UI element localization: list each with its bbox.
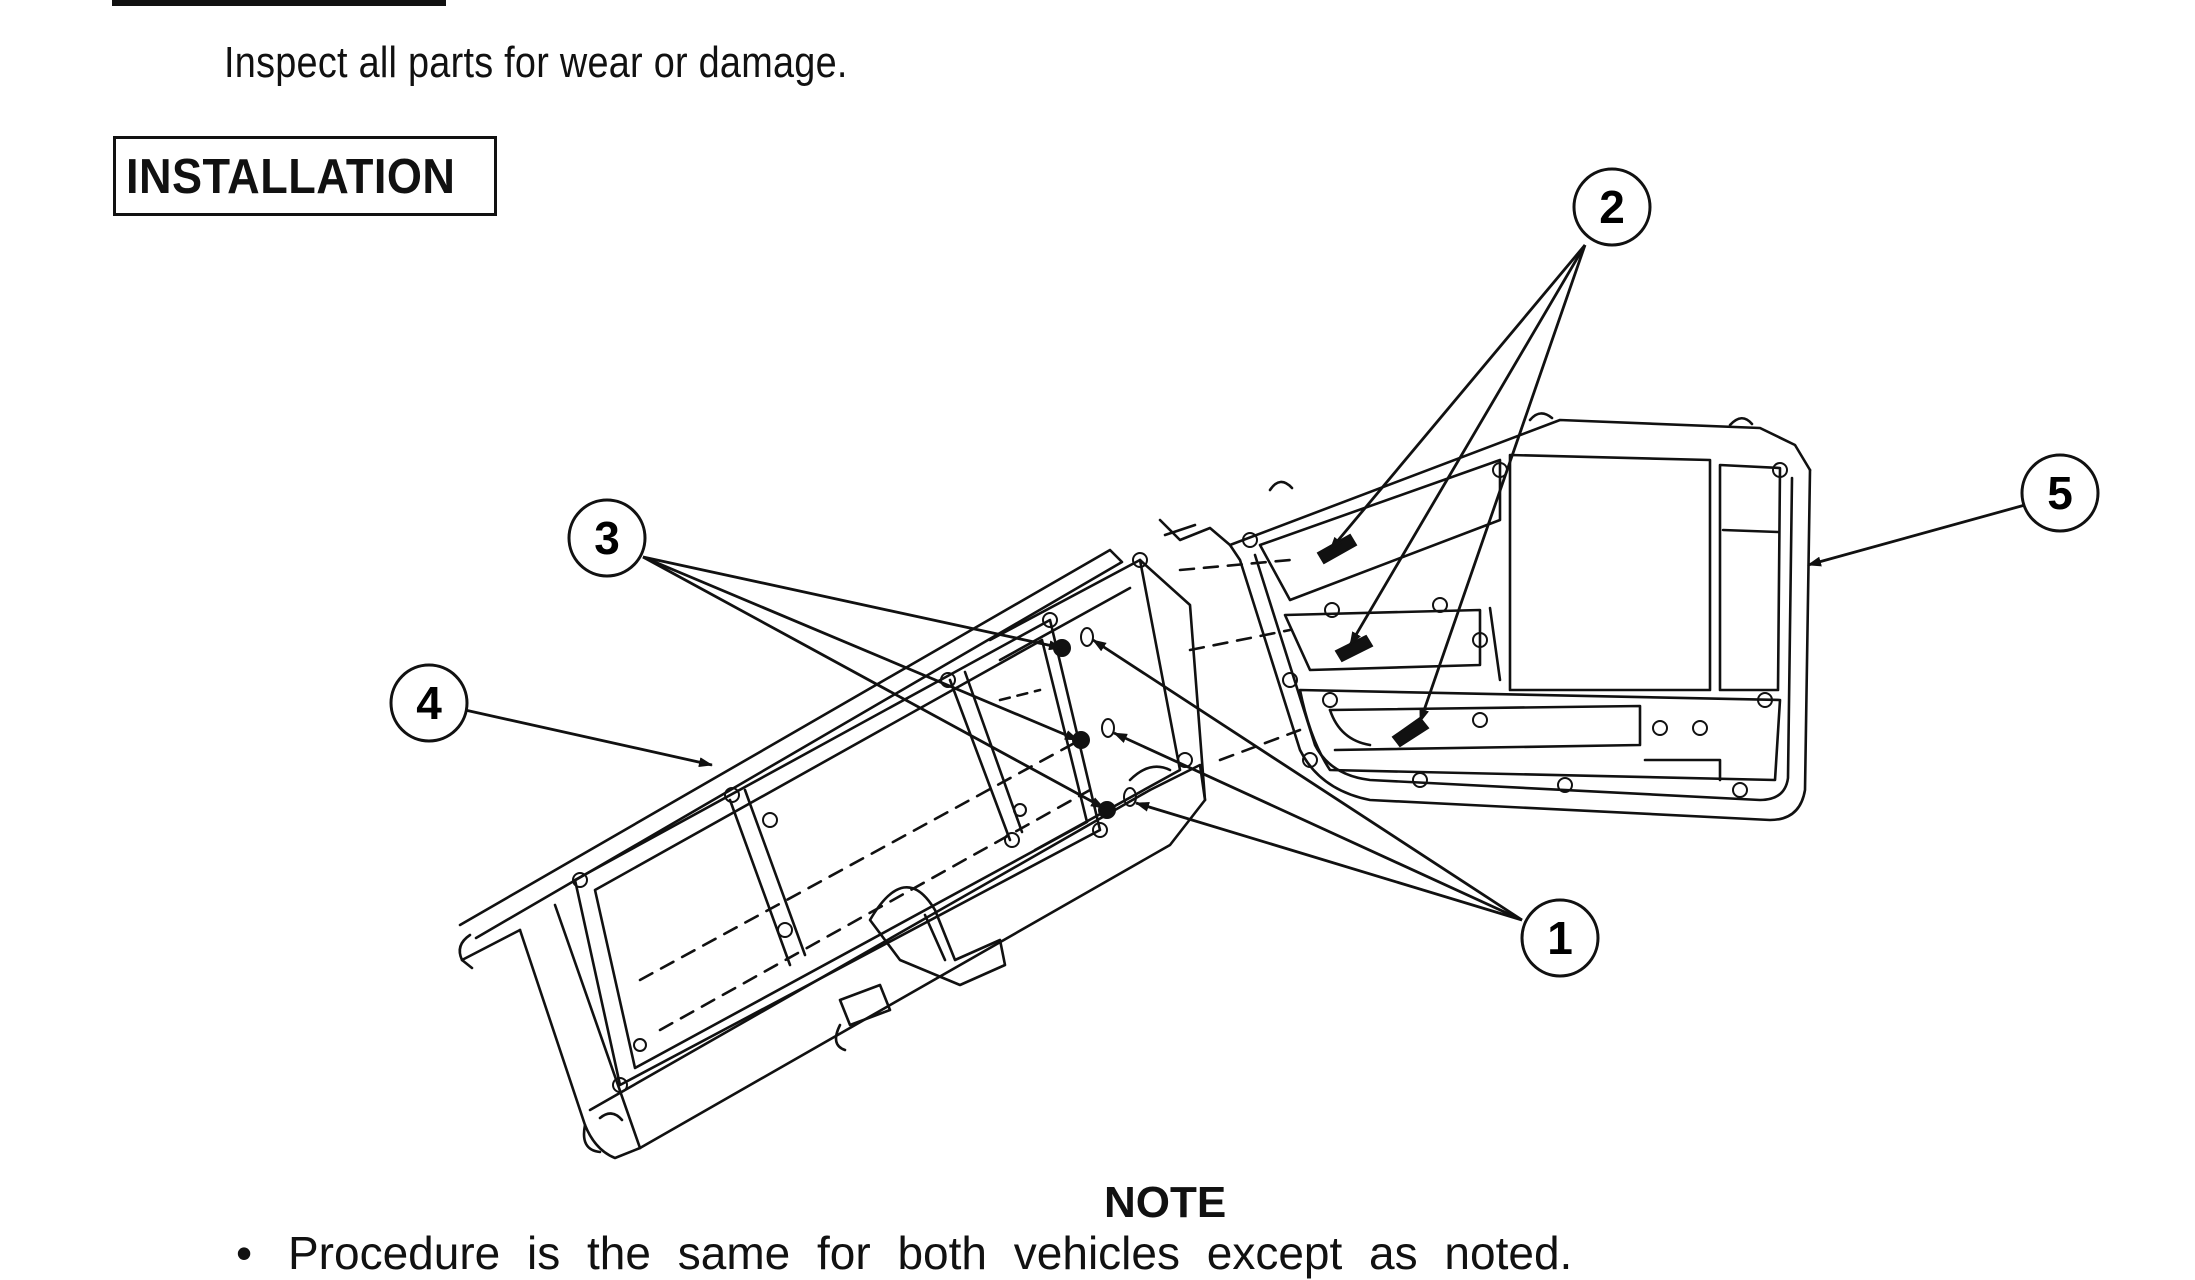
callout-3: 3 (567, 498, 647, 578)
upper-panel-assembly (1158, 412, 1812, 822)
note-item-text: Procedure is the same for both vehicles … (288, 1227, 1573, 1279)
callout-3-label: 3 (594, 512, 620, 564)
lower-bracket-assembly (458, 548, 1207, 1160)
callout-4: 4 (389, 663, 469, 743)
fasteners (1053, 533, 1430, 819)
callout-1-label: 1 (1547, 912, 1573, 964)
callout-2: 2 (1572, 167, 1652, 247)
section-title: INSTALLATION (126, 150, 456, 204)
bullet-icon: • (236, 1227, 253, 1279)
callout-5: 5 (2020, 453, 2100, 533)
callout-leaders (464, 244, 2026, 922)
section-heading-box: INSTALLATION (113, 136, 497, 216)
callout-4-label: 4 (416, 677, 442, 729)
previous-section-underline (112, 0, 446, 6)
callout-1: 1 (1520, 898, 1600, 978)
note-heading: NOTE (1104, 1178, 1227, 1227)
callout-2-label: 2 (1599, 181, 1625, 233)
note-list-item: • Procedure is the same for both vehicles… (236, 1226, 1572, 1280)
inspection-instruction: Inspect all parts for wear or damage. (224, 38, 848, 87)
callout-5-label: 5 (2047, 467, 2073, 519)
